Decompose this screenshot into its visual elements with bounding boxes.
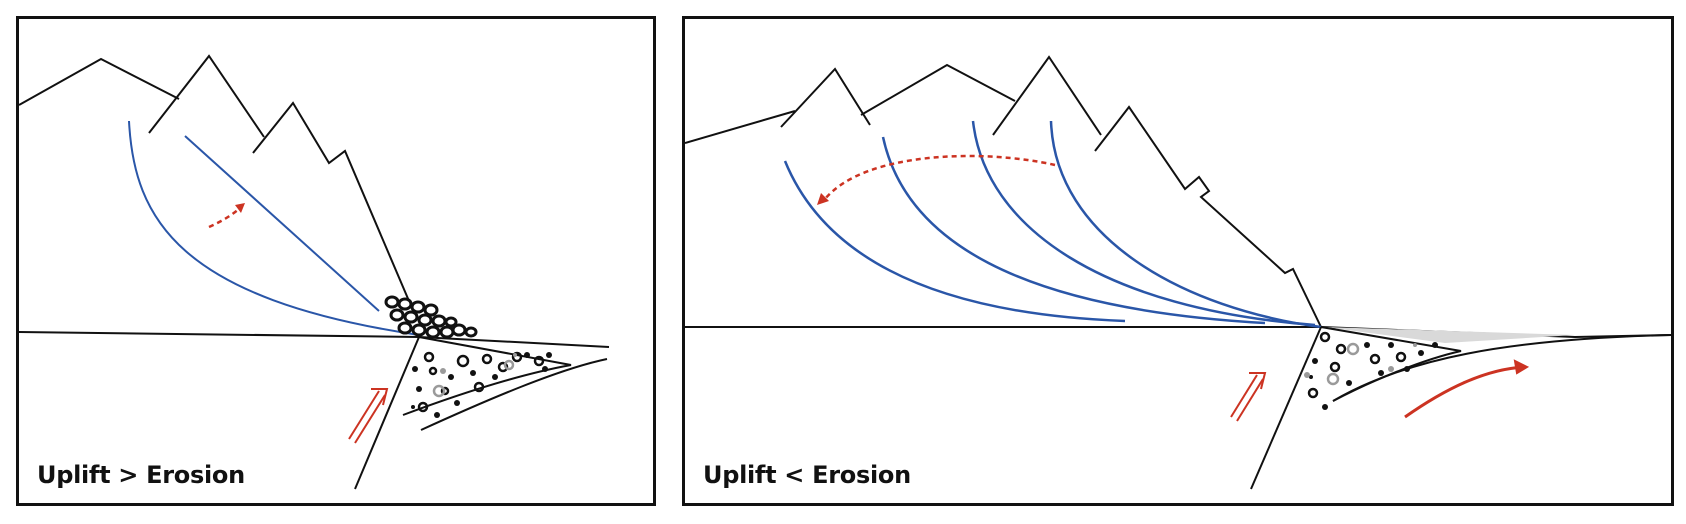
mountain-profile-peak <box>148 54 265 138</box>
mountain-profile-peak-2 <box>992 55 1102 136</box>
gravel-clasts-grey <box>432 359 515 398</box>
panel-label-right: Uplift < Erosion <box>703 461 911 489</box>
fault-surface-straight <box>184 135 380 312</box>
mountain-profile-scarp <box>1094 105 1322 328</box>
mountain-profile-left <box>685 110 796 144</box>
retreat-arrowhead <box>817 193 829 205</box>
panel-uplift-less-than-erosion: Uplift < Erosion <box>682 16 1674 506</box>
retreat-arrow <box>824 154 1056 200</box>
gravel-clasts-grey <box>1326 342 1360 386</box>
gravel-clasts <box>1307 331 1407 399</box>
mountain-profile <box>19 57 180 106</box>
left-panel-drawing <box>19 54 610 490</box>
erosion-surface-2 <box>881 136 1266 325</box>
basin-lower-boundary <box>1332 334 1671 402</box>
rotation-arrowhead <box>235 203 245 213</box>
fault-surface-curve <box>128 120 420 336</box>
gravel-clasts <box>417 351 545 413</box>
rotation-arrow <box>208 208 240 229</box>
gravel-clasts-grey-filled <box>1304 343 1417 378</box>
uplift-arrow-icon <box>1230 372 1267 422</box>
panel-uplift-greater-than-erosion: Uplift > Erosion <box>16 16 656 506</box>
mountain-profile-peak-1 <box>780 67 871 128</box>
basin-tilt-arrowhead <box>1513 359 1530 375</box>
erosion-surface-4 <box>1049 120 1322 329</box>
surface-deposit-stipple <box>1325 327 1575 343</box>
erosion-surface-1 <box>783 160 1126 323</box>
basin-lower-boundary <box>420 358 608 431</box>
mountain-profile-scarp <box>252 101 410 302</box>
mountain-profile-ridge <box>860 63 1016 116</box>
ground-surface <box>19 331 610 348</box>
gravel-clasts-grey-filled <box>440 353 517 374</box>
gravel-clasts-filled <box>411 352 552 418</box>
right-panel-drawing <box>685 55 1671 490</box>
boulder-pile <box>384 295 478 339</box>
fault-line <box>354 336 420 490</box>
basin-wedge <box>402 336 572 416</box>
fault-line <box>1250 326 1322 490</box>
basin-tilt-arrow <box>1404 365 1526 419</box>
panel-label-left: Uplift > Erosion <box>37 461 245 489</box>
gravel-clasts-filled <box>1309 342 1438 410</box>
erosion-surface-3 <box>971 120 1316 327</box>
uplift-arrow-icon <box>348 388 389 444</box>
